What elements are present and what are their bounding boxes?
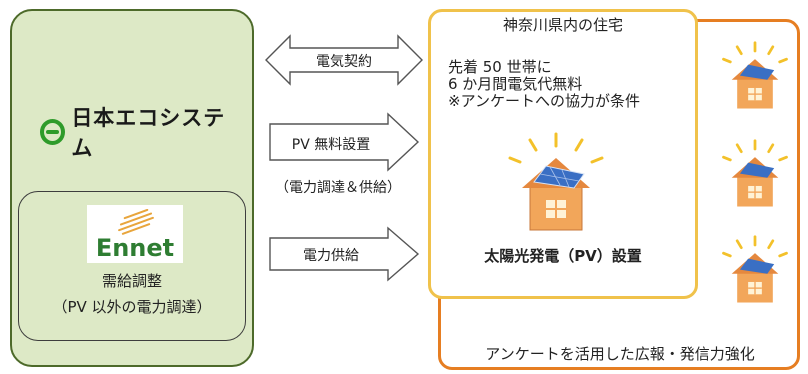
- small-house-with-solar-icon-2: [722, 139, 788, 207]
- partner-scope: （PV 以外の電力調達）: [52, 298, 212, 316]
- ennet-logo-text: Ennet: [95, 234, 175, 262]
- kanagawa-housing-panel: [428, 9, 698, 299]
- pv-install-label: PV 無料設置: [291, 137, 371, 153]
- offer-line-3: ※アンケートへの協力が条件: [448, 92, 640, 110]
- supply-arrow-icon: [269, 226, 420, 282]
- offer-line-2: 6 か月間電気代無料: [448, 75, 583, 93]
- house-with-solar-icon: [508, 132, 604, 231]
- contract-double-arrow-icon: [265, 34, 423, 86]
- partner-role: 需給調整: [101, 272, 162, 290]
- ennet-logo-icon: Ennet: [87, 205, 183, 263]
- offer-line-1: 先着 50 世帯に: [448, 58, 552, 76]
- eco-e-logo-icon: [40, 119, 66, 145]
- small-house-with-solar-icon-3: [722, 235, 788, 303]
- contract-label: 電気契約: [316, 54, 372, 70]
- pr-strengthening-caption: アンケートを活用した広報・発信力強化: [485, 345, 755, 363]
- pv-install-arrow-icon: [269, 112, 420, 172]
- ennet-mark-icon: [118, 209, 154, 235]
- company-name: 日本エコシステム: [71, 106, 226, 160]
- housing-title: 神奈川県内の住宅: [502, 16, 623, 34]
- small-house-with-solar-icon-1: [722, 41, 788, 109]
- supply-label: 電力供給: [303, 248, 359, 264]
- nihon-eco-system-logo: 日本エコシステム: [40, 106, 240, 160]
- pv-install-caption: 太陽光発電（PV）設置: [484, 247, 642, 265]
- pv-install-sublabel: （電力調達＆供給）: [275, 180, 401, 196]
